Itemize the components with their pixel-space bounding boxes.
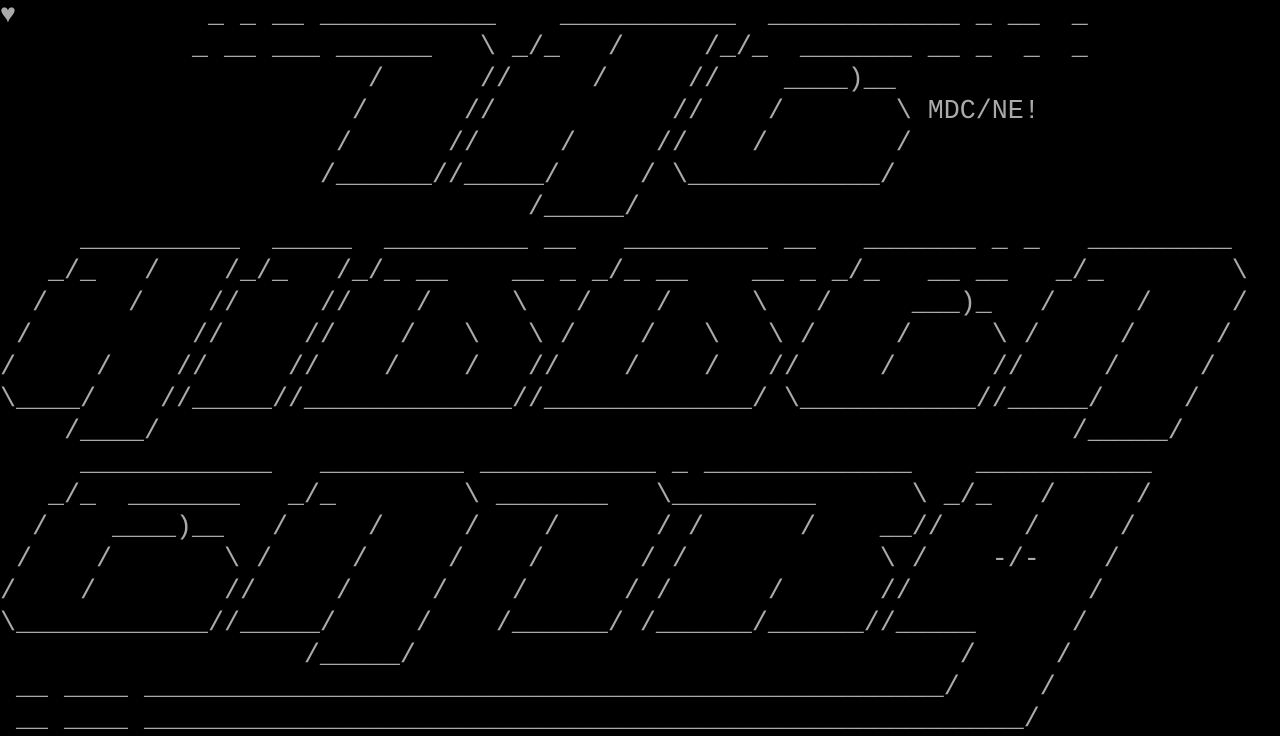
ascii-art-line: / ____)__ / / / / / / / __// / / [0,513,1136,543]
ascii-art-line: \____________//_____/ / /______/ /______… [0,609,1088,639]
ascii-art-line: \____/ //_____//_____________//_________… [0,385,1200,415]
ascii-art-line: / / \ / / / / / / \ / -/- / [0,545,1120,575]
ascii-art-line-with-signature: / // // / \ MDC/NE! [0,97,1040,127]
ascii-art-line: /_____/ [0,193,640,223]
ascii-art-line: / / // // / / // / / // / // / / [0,353,1216,383]
ascii-art-line: / / // // / \ / / \ / ___)_ / / / [0,289,1248,319]
ascii-art-line: / // / // / / [0,129,912,159]
ascii-art-line: ____________ _________ ___________ _ ___… [0,449,1152,479]
ascii-art-line: _/_ _______ _/_ \ _______ \_________ \ _… [0,481,1152,511]
ascii-art-line: / // // / \ \ / / \ \ / / \ / / / [0,321,1232,351]
ascii-art-line: / // / // ____)__ [0,65,896,95]
ascii-art-line: _/_ / /_/_ /_/_ __ __ _ _/_ __ __ _ _/_ … [0,257,1248,287]
ascii-art-line: / / // / / / / / / // / [0,577,1104,607]
ascii-art-line: ♥ _ _ __ ___________ ___________ _______… [0,1,1088,31]
ascii-art-line: __________ _____ _________ __ _________ … [0,225,1232,255]
ascii-art-line: _ __ ___ ______ \ _/_ / /_/_ _______ __ … [0,33,1088,63]
ascii-art-line: /______//_____/ / \____________/ [0,161,896,191]
ascii-art-line: __ ____ ________________________________… [0,673,1056,703]
ascii-art-line: /_____/ / / [0,641,1072,671]
ascii-art-line: __ ____ ________________________________… [0,705,1040,735]
ascii-art-line: /____/ /_____/ [0,417,1184,447]
